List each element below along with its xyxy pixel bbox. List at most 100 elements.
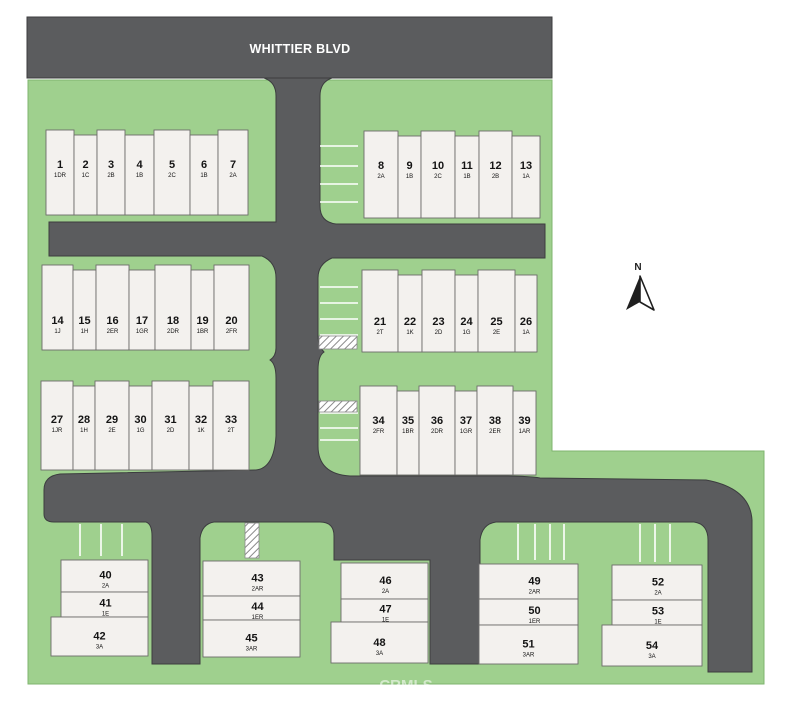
lot-plan-code: 1A (522, 174, 529, 180)
lot-number: 29 (106, 414, 118, 426)
lot-number: 6 (201, 159, 207, 171)
lot-number: 25 (490, 316, 502, 328)
lot-number: 3 (108, 159, 114, 171)
lot-number: 24 (460, 316, 473, 328)
lot-number: 2 (82, 159, 88, 171)
lot-plan-code: 1BR (402, 429, 414, 435)
lot-plan-code: 2A (382, 589, 389, 595)
building-footprint (454, 274, 479, 353)
building-footprint (45, 129, 75, 216)
lot-number: 27 (51, 414, 63, 426)
lot-plan-code: 2E (108, 428, 115, 434)
lot-2: 21C (73, 134, 98, 216)
lot-plan-code: 1B (406, 174, 413, 180)
building-footprint (202, 595, 301, 621)
lot-plan-code: 2D (167, 428, 175, 434)
building-footprint (94, 380, 130, 471)
lot-plan-code: 1C (82, 173, 90, 179)
lot-number: 13 (520, 160, 532, 172)
lot-plan-code: 2B (492, 174, 499, 180)
lot-plan-code: 1DR (54, 173, 67, 179)
building-footprint (478, 624, 579, 665)
hatched-space (318, 400, 358, 413)
building-footprint (478, 563, 579, 600)
lot-plan-code: 2A (102, 584, 109, 590)
lot-number: 23 (432, 316, 444, 328)
lot-number: 41 (99, 598, 111, 610)
lot-plan-code: 1ER (529, 619, 541, 625)
building-footprint (128, 269, 156, 351)
building-footprint (477, 269, 516, 353)
building-footprint (202, 619, 301, 658)
lot-plan-code: 1GR (460, 429, 473, 435)
building-footprint (50, 616, 149, 657)
building-footprint (420, 130, 456, 219)
building-footprint (95, 264, 130, 351)
lot-number: 22 (404, 316, 416, 328)
building-footprint (363, 130, 399, 219)
lot-number: 11 (461, 160, 473, 172)
building-footprint (124, 134, 155, 216)
building-footprint (190, 269, 215, 351)
lot-plan-code: 1H (81, 329, 89, 335)
building-footprint (213, 264, 250, 351)
lot-plan-code: 3A (96, 645, 103, 651)
building-footprint (601, 624, 703, 667)
building-footprint (40, 380, 74, 471)
lot-plan-code: 2A (229, 173, 236, 179)
lot-number: 51 (522, 639, 534, 651)
building-footprint (512, 390, 537, 476)
lot-number: 9 (406, 160, 412, 172)
lot-plan-code: 2AR (529, 589, 541, 595)
lot-plan-code: 1B (463, 174, 470, 180)
lot-plan-code: 2T (376, 330, 383, 336)
lot-plan-code: 1AR (519, 429, 531, 435)
north-arrow-icon (626, 276, 640, 310)
lot-plan-code: 1B (200, 173, 207, 179)
lot-number: 17 (136, 315, 148, 327)
building-footprint (96, 129, 126, 216)
lot-plan-code: 2DR (167, 329, 180, 335)
lot-number: 20 (225, 315, 237, 327)
lot-plan-code: 2FR (226, 329, 238, 335)
lot-plan-code: 1J (54, 329, 60, 335)
lot-3: 32B (96, 129, 126, 216)
building-footprint (478, 130, 513, 219)
building-footprint (217, 129, 249, 216)
lot-plan-code: 1K (197, 428, 204, 434)
lot-number: 40 (99, 570, 111, 582)
building-footprint (330, 621, 429, 664)
lot-number: 35 (402, 415, 414, 427)
lot-number: 31 (164, 414, 176, 426)
lot-plan-code: 2C (168, 173, 176, 179)
building-footprint (202, 560, 301, 597)
lot-number: 34 (372, 415, 385, 427)
lot-plan-code: 2DR (431, 429, 444, 435)
lot-number: 21 (374, 316, 386, 328)
road-label: WHITTIER BLVD (250, 42, 351, 56)
lot-5: 52C (153, 129, 191, 216)
whittier-blvd-road (26, 16, 553, 79)
lot-number: 19 (196, 315, 208, 327)
